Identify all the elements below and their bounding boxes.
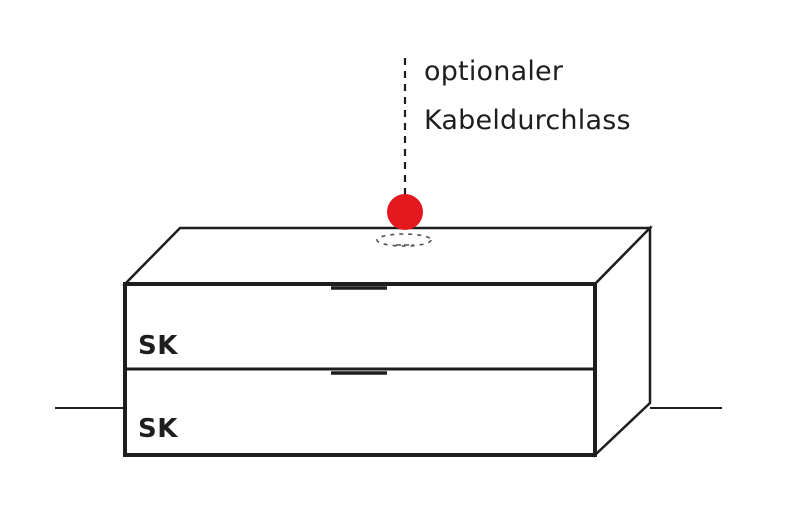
cable-outlet-marker-icon [387,194,423,230]
cable-outlet-opening-icon [376,233,432,247]
drawer-label-bottom: SK [138,414,178,444]
drawer-label-top: SK [138,331,178,361]
callout-text-line-1: optionaler [424,56,564,87]
cabinet-top-surface [122,226,653,286]
callout-text-line-2: Kabeldurchlass [424,105,631,136]
